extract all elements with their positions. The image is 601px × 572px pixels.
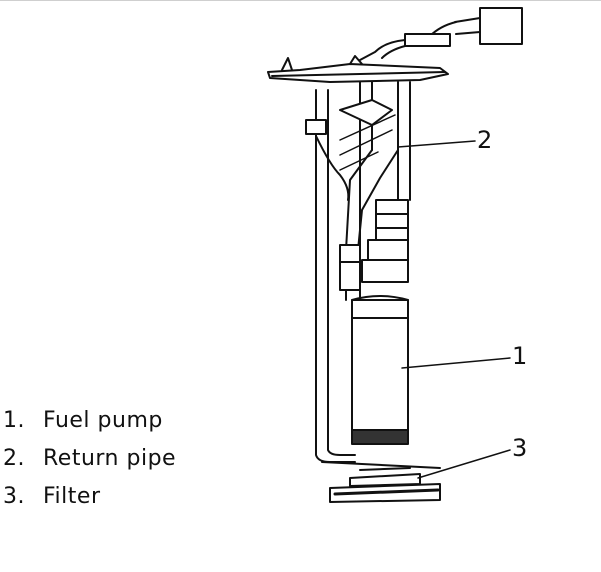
legend-item: 1. Fuel pump: [3, 402, 176, 440]
leader-line-1: [401, 357, 511, 369]
callout-filter: 3: [512, 434, 528, 462]
legend-item: 2. Return pipe: [3, 440, 176, 478]
legend-label: Filter: [43, 484, 101, 509]
legend-label: Fuel pump: [43, 408, 163, 433]
callout-fuel-pump: 1: [512, 342, 528, 370]
leader-line-3: [417, 449, 511, 479]
electrical-connector: [359, 7, 523, 61]
leader-line-2: [397, 140, 476, 148]
fuel-pump-body: [351, 295, 409, 445]
legend-item: 3. Filter: [3, 478, 176, 516]
legend-number: 3.: [3, 484, 25, 509]
top-border: [0, 0, 601, 1]
legend-number: 2.: [3, 446, 25, 471]
legend-number: 1.: [3, 408, 25, 433]
parts-legend: 1. Fuel pump 2. Return pipe 3. Filter: [3, 402, 176, 516]
callout-return-pipe: 2: [477, 126, 493, 154]
pump-coupling: [339, 199, 409, 291]
filter-element: [321, 461, 441, 503]
mounting-flange: [267, 55, 449, 83]
legend-label: Return pipe: [43, 446, 177, 471]
